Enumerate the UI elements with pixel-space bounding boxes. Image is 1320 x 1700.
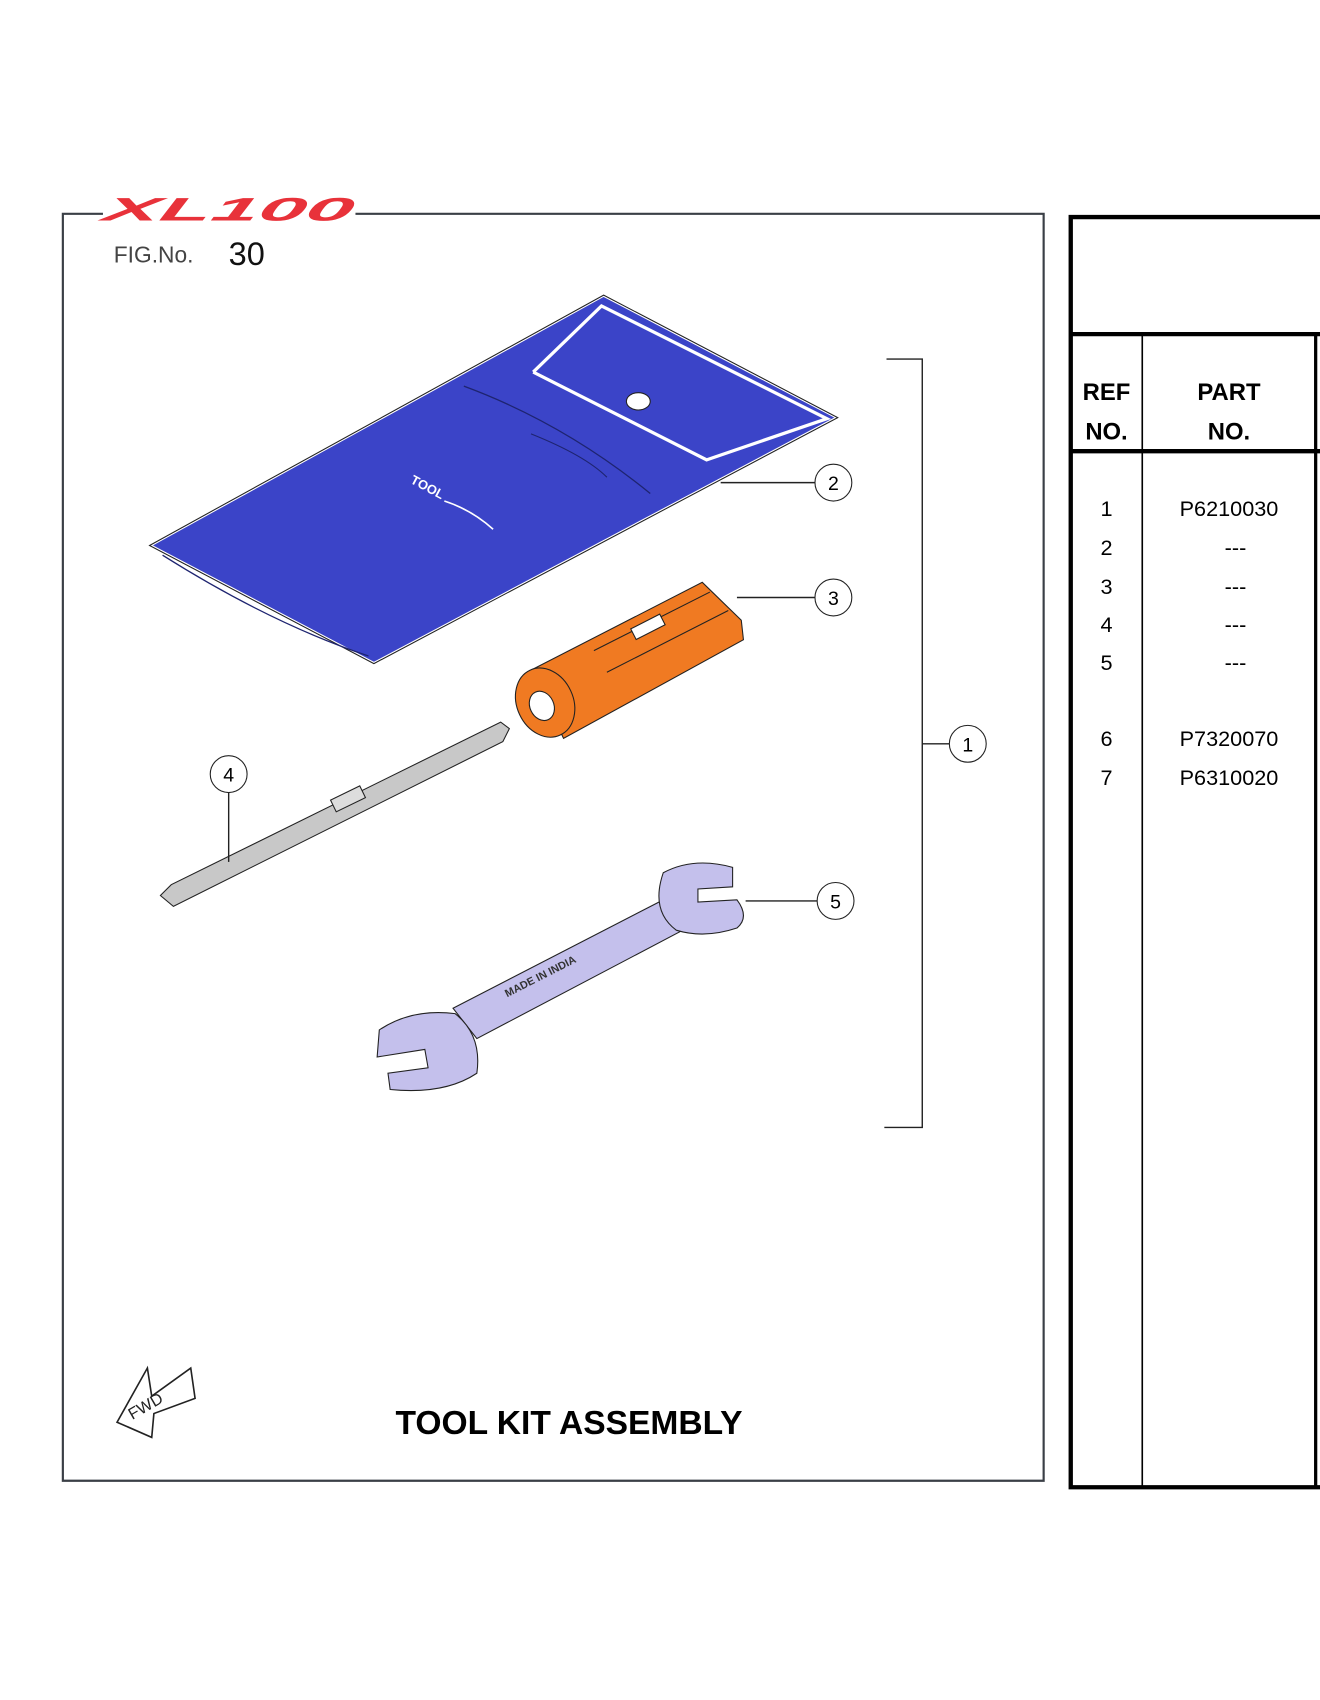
callout-1: 1 [948, 724, 987, 763]
svg-text:---: --- [1225, 574, 1247, 599]
figure-frame [61, 212, 1045, 1482]
svg-text:5: 5 [830, 892, 841, 914]
svg-text:---: --- [1225, 535, 1247, 560]
svg-text:P6210030: P6210030 [1180, 496, 1279, 521]
fig-label: FIG.No. [114, 242, 194, 268]
snap-button [625, 392, 651, 411]
svg-text:6: 6 [1100, 726, 1112, 751]
svg-text:3: 3 [1100, 574, 1112, 599]
callout-2: 2 [814, 463, 853, 502]
callout-3: 3 [814, 578, 853, 617]
svg-text:P6310020: P6310020 [1180, 765, 1279, 790]
table-row: 7 P6310020 [1100, 765, 1278, 790]
parts-table [1068, 214, 1320, 1490]
table-row: 6 P7320070 [1100, 726, 1278, 751]
ref-no-header-2: NO. [1085, 418, 1127, 445]
svg-text:P7320070: P7320070 [1180, 726, 1279, 751]
svg-text:XL100: XL100 [94, 192, 360, 228]
svg-text:4: 4 [1100, 612, 1112, 637]
table-row: 3 --- [1100, 574, 1246, 599]
svg-text:5: 5 [1100, 650, 1112, 675]
figure-title: TOOL KIT ASSEMBLY [395, 1405, 742, 1442]
table-header: REF NO. PART NO. [1083, 379, 1261, 445]
table-row: 4 --- [1100, 612, 1246, 637]
part-no-header-1: PART [1197, 379, 1261, 406]
callout-4: 4 [209, 755, 248, 794]
callout-5: 5 [816, 881, 855, 920]
fig-number: 30 [229, 236, 265, 272]
assembly-bracket [227, 358, 950, 1129]
svg-text:2: 2 [1100, 535, 1112, 560]
svg-text:2: 2 [828, 473, 839, 495]
screwdriver-bit [159, 721, 511, 907]
part-no-header-2: NO. [1208, 418, 1250, 445]
table-row: 5 --- [1100, 650, 1246, 675]
svg-text:---: --- [1225, 612, 1247, 637]
svg-text:---: --- [1225, 650, 1247, 675]
svg-text:3: 3 [828, 588, 839, 610]
svg-text:4: 4 [223, 765, 234, 787]
table-row: 1 P6210030 [1100, 496, 1278, 521]
xl100-logo: XL100 [94, 192, 360, 228]
svg-text:1: 1 [1100, 496, 1112, 521]
screwdriver-handle [514, 581, 745, 740]
tool-pouch: TOOL [146, 293, 842, 666]
svg-text:7: 7 [1100, 765, 1112, 790]
wrench: MADE IN INDIA [376, 862, 744, 1092]
ref-no-header-1: REF [1083, 379, 1131, 406]
svg-text:1: 1 [962, 734, 973, 756]
fwd-arrow-icon: FWD [115, 1365, 196, 1439]
table-row: 2 --- [1100, 535, 1246, 560]
